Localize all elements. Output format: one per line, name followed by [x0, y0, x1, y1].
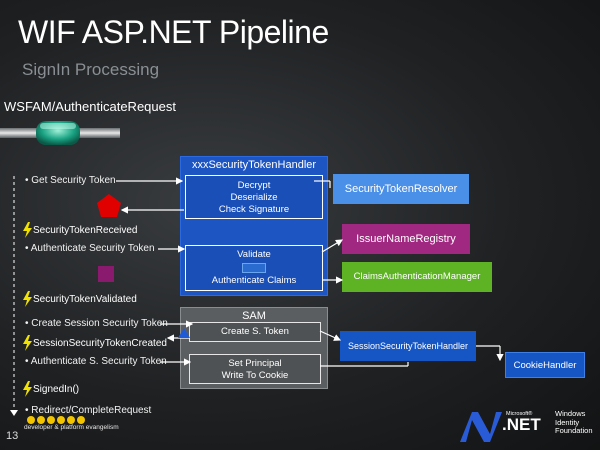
event-security-token-received: SecurityTokenReceived: [33, 225, 138, 236]
claims-authentication-manager-box: ClaimsAuthenticationManager: [342, 262, 492, 292]
handler-title: xxxSecurityTokenHandler: [191, 159, 317, 171]
step-get-security-token: Get Security Token: [25, 175, 115, 186]
evangelism-brand: developer & platform evangelism: [24, 424, 119, 431]
lightning-bolt-icon: [23, 222, 32, 238]
cookie-handler-box: CookieHandler: [505, 352, 585, 378]
set-principal-label: Set Principal: [228, 358, 282, 369]
page-number: 13: [6, 430, 19, 442]
check-signature-label: Check Signature: [218, 204, 290, 215]
wif-line2: Identity: [555, 417, 580, 427]
security-token-resolver-box: SecurityTokenResolver: [333, 174, 469, 204]
step-create-session-token: Create Session Security Token: [25, 318, 168, 329]
decrypt-box: Decrypt Deserialize Check Signature: [185, 175, 323, 219]
issuer-name-registry-box: IssuerNameRegistry: [342, 224, 470, 254]
pipeline-pipe-icon: [0, 121, 120, 145]
section-label: WSFAM/AuthenticateRequest: [4, 99, 176, 114]
slide-title: WIF ASP.NET Pipeline: [18, 14, 329, 50]
arrow-to-session-handler: [319, 330, 342, 341]
microsoft-label: Microsoft®: [506, 411, 533, 417]
purple-square-icon: [98, 266, 114, 282]
validate-label: Validate: [237, 249, 271, 260]
event-session-token-created: SessionSecurityTokenCreated: [33, 338, 167, 349]
lightning-bolt-icon: [23, 335, 32, 351]
lightning-bolt-icon: [23, 381, 32, 397]
step-redirect: Redirect/CompleteRequest: [25, 405, 151, 416]
deserialize-label: Deserialize: [230, 192, 278, 203]
net-label: .NET: [502, 415, 541, 434]
sam-panel: SAM Create S. Token Set Principal Write …: [180, 307, 328, 389]
validate-box: Validate Authenticate Claims: [185, 245, 323, 291]
lightning-bolt-icon: [23, 291, 32, 307]
decrypt-label: Decrypt: [237, 180, 271, 191]
slide-subtitle: SignIn Processing: [22, 60, 160, 79]
create-s-token-box: Create S. Token: [189, 322, 321, 342]
step-authenticate-s-token: Authenticate S. Security Token: [25, 356, 167, 367]
arrow-to-issuer: [321, 239, 344, 253]
evangelism-dots-icon: [27, 416, 85, 424]
flow-end-arrow-icon: [10, 410, 18, 416]
blue-triangle-icon: [178, 328, 190, 338]
set-principal-box: Set Principal Write To Cookie: [189, 354, 321, 384]
validate-indicator-icon: [242, 263, 266, 273]
wif-label: Windows Identity Foundation: [555, 409, 593, 436]
dotnet-logo-icon: [460, 412, 502, 442]
sam-title: SAM: [242, 310, 266, 322]
event-signed-in: SignedIn(): [33, 384, 80, 395]
red-pentagon-icon: [97, 194, 121, 217]
create-s-token-label: Create S. Token: [221, 326, 289, 337]
write-to-cookie-label: Write To Cookie: [221, 370, 289, 381]
security-token-handler-panel: xxxSecurityTokenHandler Decrypt Deserial…: [180, 156, 328, 296]
step-authenticate-security-token: Authenticate Security Token: [25, 243, 155, 254]
wif-line1: Windows: [555, 409, 586, 418]
event-security-token-validated: SecurityTokenValidated: [33, 294, 137, 305]
session-security-token-handler-box: SessionSecurityTokenHandler: [340, 331, 476, 361]
authenticate-claims-label: Authenticate Claims: [211, 275, 297, 286]
wif-line3: Foundation: [555, 426, 593, 435]
